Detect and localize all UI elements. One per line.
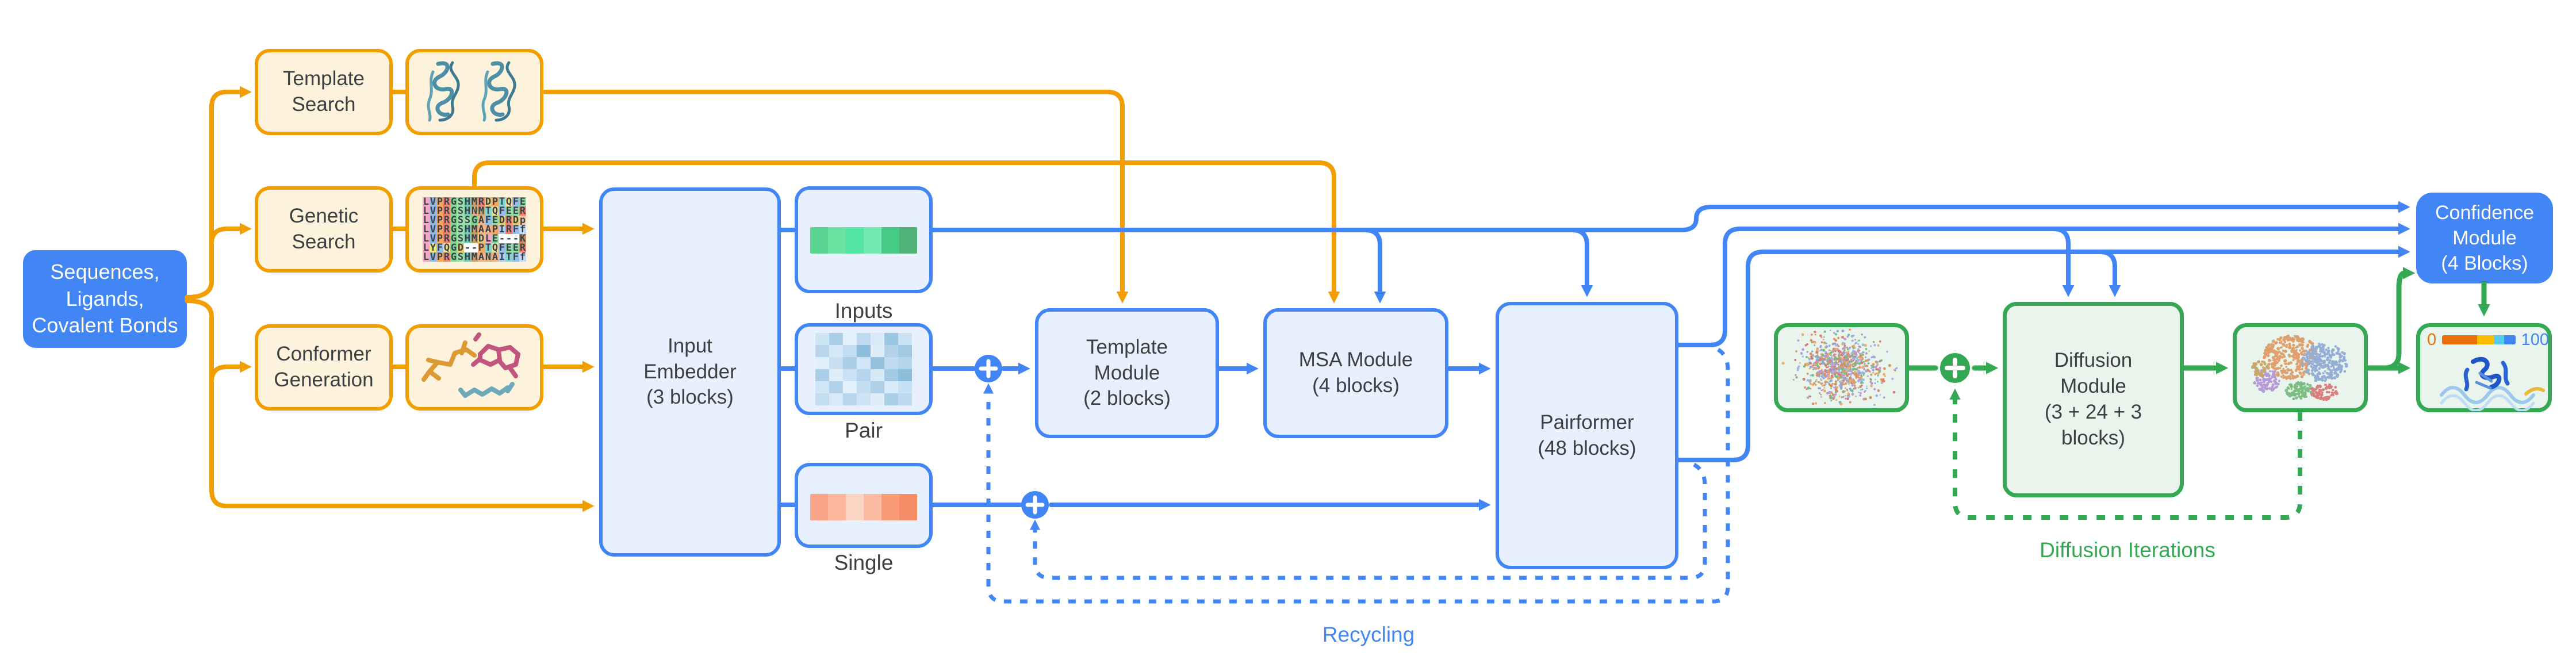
template-module: Template Module (2 blocks) xyxy=(1035,308,1219,438)
confidence-module: Confidence Module (4 Blocks) xyxy=(2416,193,2553,283)
template-search-label: Template Search xyxy=(282,67,365,116)
predicted-structure-image xyxy=(2233,323,2368,412)
pair-representation-box xyxy=(795,323,933,415)
pairformer-label: Pairformer (48 blocks) xyxy=(1538,411,1636,459)
final-prediction-box: 0 100 xyxy=(2416,323,2552,412)
protein-ribbon-icon xyxy=(427,61,516,122)
single-representation-box xyxy=(795,463,933,548)
confidence-module-label: Confidence Module (4 Blocks) xyxy=(2435,201,2534,275)
conformer-generation-node: Conformer Generation xyxy=(255,324,393,411)
seq-to-conformer-line xyxy=(209,361,252,384)
inputs-to-msa-module-branch xyxy=(1363,228,1386,304)
seq-to-template-search-line xyxy=(185,86,252,300)
msa-module-label: MSA Module (4 blocks) xyxy=(1298,348,1413,397)
inputs-embedding-bar xyxy=(810,227,917,254)
noise-cloud-icon xyxy=(1781,328,1898,406)
inputs-to-pairformer-branch xyxy=(1570,228,1593,297)
single-embedding-bar xyxy=(810,494,917,520)
structure-to-confidence-line xyxy=(2365,267,2416,371)
sequences-ligands-node: Sequences, Ligands, Covalent Bonds xyxy=(23,250,187,348)
noisy-coordinates-image xyxy=(1774,323,1909,412)
template-structures-image xyxy=(405,49,543,135)
colorbar-min-label: 0 xyxy=(2427,330,2437,349)
predicted-complex-icon xyxy=(2440,356,2545,411)
confidence-colorbar: 0 100 xyxy=(2427,331,2549,349)
conformer-molecules-image xyxy=(405,324,543,411)
pair-to-diffusion-branch xyxy=(2051,227,2075,297)
colorbar-gradient xyxy=(2442,335,2516,344)
single-to-diffusion-branch xyxy=(2098,250,2121,297)
colorbar-max-label: 100 xyxy=(2521,330,2549,349)
inputs-caption: Inputs xyxy=(834,299,893,323)
small-molecules-icon xyxy=(421,332,520,398)
recycling-annotation: Recycling xyxy=(1322,623,1415,646)
seq-to-genetic-search-line xyxy=(209,223,252,246)
diffusion-module: Diffusion Module (3 + 24 + 3 blocks) xyxy=(2003,302,2184,497)
inputs-representation-box xyxy=(795,186,933,293)
single-recycle-add-icon xyxy=(1021,491,1049,519)
pair-caption: Pair xyxy=(845,419,883,442)
template-module-label: Template Module (2 blocks) xyxy=(1083,335,1171,410)
pair-matrix-grid xyxy=(815,333,912,405)
genetic-search-label: Genetic Search xyxy=(289,205,359,253)
pair-recycle-add-icon xyxy=(975,355,1002,382)
diffusion-add-icon xyxy=(1940,353,1970,383)
conformer-generation-label: Conformer Generation xyxy=(274,343,374,391)
molecular-assembly-icon xyxy=(2251,334,2348,401)
inputs-to-confidence-line xyxy=(930,201,2410,232)
input-embedder-label: Input Embedder (3 blocks) xyxy=(643,334,737,409)
single-caption: Single xyxy=(834,551,894,574)
genetic-search-node: Genetic Search xyxy=(255,186,393,273)
input-embedder-module: Input Embedder (3 blocks) xyxy=(599,187,781,557)
msa-module: MSA Module (4 blocks) xyxy=(1263,308,1448,438)
diffusion-module-label: Diffusion Module (3 + 24 + 3 blocks) xyxy=(2044,349,2142,449)
sequences-ligands-label: Sequences, Ligands, Covalent Bonds xyxy=(32,259,178,338)
template-search-node: Template Search xyxy=(255,49,393,135)
diffusion-iterations-annotation: Diffusion Iterations xyxy=(2040,538,2215,562)
pairformer-module: Pairformer (48 blocks) xyxy=(1496,302,1678,569)
